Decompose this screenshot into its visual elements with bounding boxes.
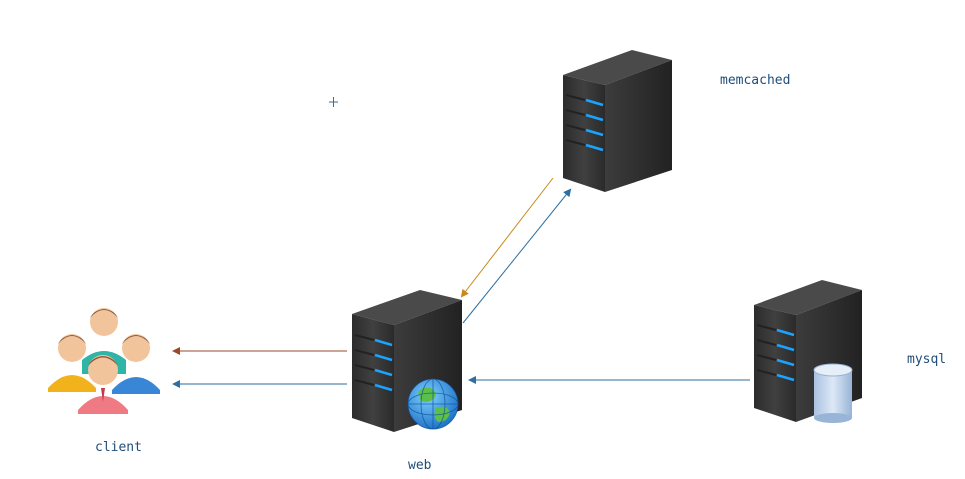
users-group-icon bbox=[48, 308, 160, 414]
edge-web-to-memcached bbox=[462, 188, 572, 324]
memcached-server-icon bbox=[563, 50, 672, 192]
user-icon bbox=[112, 334, 160, 394]
edge-memcached-to-web bbox=[460, 177, 554, 298]
user-icon bbox=[78, 355, 128, 414]
web-label: web bbox=[408, 458, 432, 473]
client-label: client bbox=[95, 440, 142, 455]
edges bbox=[172, 177, 750, 388]
memcached-label: memcached bbox=[720, 73, 791, 88]
globe-icon bbox=[407, 378, 459, 430]
user-icon bbox=[48, 334, 96, 392]
crosshair-marker bbox=[329, 97, 338, 107]
database-icon bbox=[813, 363, 853, 423]
mysql-label: mysql bbox=[907, 352, 947, 367]
